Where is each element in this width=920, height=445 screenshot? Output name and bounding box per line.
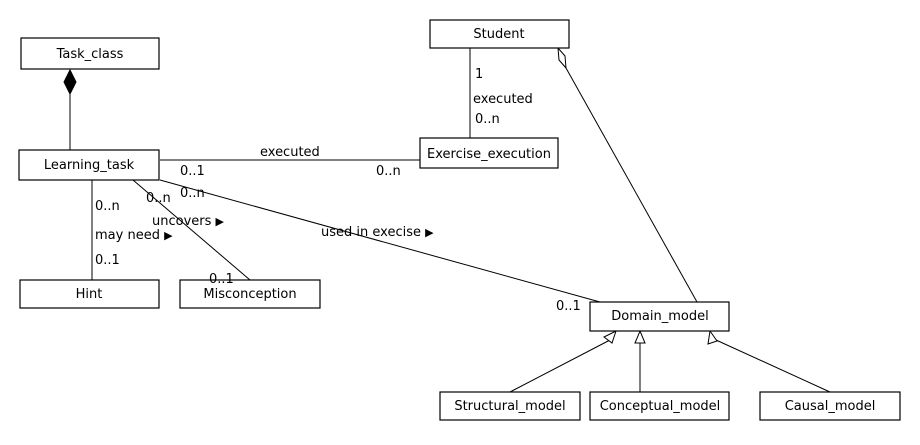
structural-triangle-icon: [603, 330, 617, 344]
class-task-class-name: Task_class: [56, 47, 124, 62]
causal-generalization-line: [715, 339, 831, 393]
hint-label-text: may need: [95, 228, 160, 243]
student-exec-mult-student: 1: [475, 67, 483, 82]
class-student: Student: [429, 19, 570, 49]
task-misconception-line: [132, 179, 251, 281]
domain-label-text: used in execise: [321, 225, 421, 240]
class-domain-model-name: Domain_model: [611, 309, 708, 324]
class-conceptual-model-name: Conceptual_model: [600, 399, 721, 414]
hint-mult-task: 0..n: [95, 199, 120, 214]
class-misconception-name: Misconception: [203, 287, 296, 302]
task-exec-label: executed: [260, 145, 320, 160]
class-learning-task-name: Learning_task: [44, 158, 135, 173]
hint-mult-hint: 0..1: [95, 253, 120, 268]
conceptual-triangle-icon: [634, 329, 646, 344]
class-hint-name: Hint: [76, 287, 103, 302]
misconception-mult-misc: 0..1: [209, 272, 234, 287]
class-structural-model: Structural_model: [439, 391, 581, 421]
class-structural-model-name: Structural_model: [454, 399, 565, 414]
misconception-label-text: uncovers: [152, 214, 212, 229]
student-exec-mult-exec: 0..n: [475, 112, 500, 127]
domain-mult-domain: 0..1: [556, 299, 581, 314]
task-domain-line: [159, 179, 601, 303]
misconception-mult-task: 0..n: [146, 191, 171, 206]
class-task-class: Task_class: [20, 37, 160, 70]
student-exec-label: executed: [473, 92, 533, 107]
hint-label: may need ▶: [95, 228, 173, 243]
class-exercise-execution: Exercise_execution: [419, 137, 559, 169]
task-exec-mult-exec: 0..n: [376, 164, 401, 179]
class-hint: Hint: [19, 279, 160, 309]
class-exercise-execution-name: Exercise_execution: [427, 147, 551, 162]
causal-triangle-icon: [707, 329, 718, 345]
domain-direction-icon: ▶: [425, 226, 434, 239]
class-learning-task: Learning_task: [18, 149, 160, 181]
aggregation-line: [565, 67, 698, 303]
class-misconception: Misconception: [179, 279, 321, 309]
misconception-direction-icon: ▶: [216, 215, 225, 228]
class-conceptual-model: Conceptual_model: [589, 391, 730, 421]
domain-label: used in execise ▶: [321, 225, 434, 240]
misconception-label: uncovers ▶: [152, 214, 225, 229]
class-causal-model-name: Causal_model: [785, 399, 876, 414]
class-student-name: Student: [473, 27, 524, 42]
class-causal-model: Causal_model: [759, 391, 901, 421]
aggregation-diamond: [557, 46, 567, 70]
class-domain-model: Domain_model: [589, 301, 730, 332]
domain-mult-task: 0..n: [180, 186, 205, 201]
structural-generalization-line: [509, 339, 611, 393]
composition-diamond: [63, 68, 77, 96]
task-exec-mult-task: 0..1: [180, 164, 205, 179]
hint-direction-icon: ▶: [164, 229, 173, 242]
